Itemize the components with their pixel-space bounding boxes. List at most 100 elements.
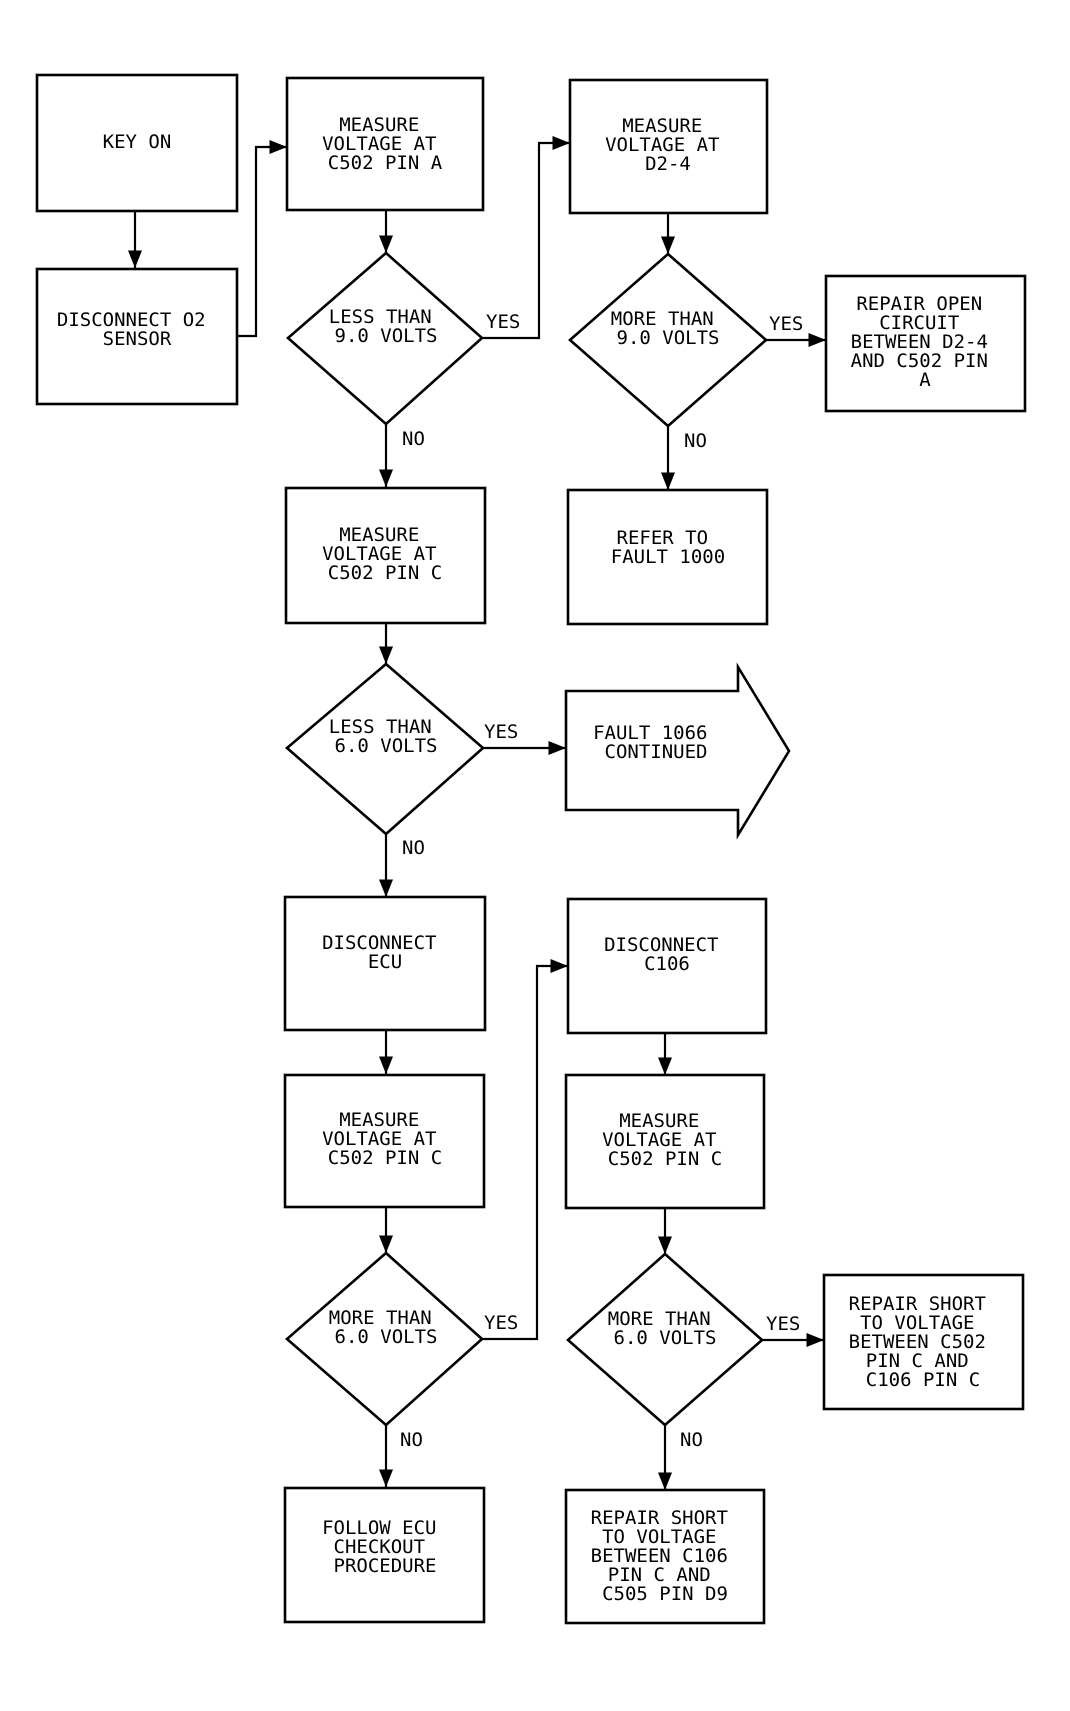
disconnect-c106-line-1: DISCONNECT bbox=[604, 934, 718, 956]
dec-less-6-line-2: 6.0 VOLTS bbox=[335, 735, 438, 757]
dec-more-9-line-2: 9.0 VOLTS bbox=[617, 327, 720, 349]
decision-more-than-9-volts: MORE THAN 9.0 VOLTS bbox=[568, 252, 768, 428]
repair-open-line-2: CIRCUIT bbox=[879, 312, 959, 334]
svg-text:LESS THAN 9.0 VOLTS: LESS THAN 9.0 VOLTS bbox=[329, 306, 443, 347]
dec-less-9-line-1: LESS THAN bbox=[329, 306, 432, 328]
repair-short-2-line-2: TO VOLTAGE bbox=[602, 1526, 716, 1548]
step-refer-fault-1000: REFER TO FAULT 1000 bbox=[566, 488, 769, 626]
repair-short-1-line-1: REPAIR SHORT bbox=[849, 1293, 986, 1315]
measure-d2-line-3: D2-4 bbox=[645, 153, 691, 175]
refer-1000-line-2: FAULT 1000 bbox=[611, 546, 725, 568]
step-measure-d2-4: MEASURE VOLTAGE AT D2-4 bbox=[568, 78, 769, 215]
label-yes: YES bbox=[484, 721, 518, 743]
step-repair-short-c502-c106: REPAIR SHORT TO VOLTAGE BETWEEN C502 PIN… bbox=[822, 1273, 1025, 1411]
measure-c502-c3-line-2: VOLTAGE AT bbox=[602, 1129, 716, 1151]
key-on-line-1: KEY ON bbox=[103, 131, 172, 153]
dec-less-9-line-2: 9.0 VOLTS bbox=[335, 325, 438, 347]
fault-1066-line-1: FAULT 1066 bbox=[593, 722, 707, 744]
label-yes: YES bbox=[484, 1312, 518, 1334]
svg-text:REPAIR SHORT TO VOLTAGE: REPAIR SHORT TO VOLTAGE BETWEEN C106 PIN… bbox=[591, 1507, 740, 1605]
repair-short-2-line-4: PIN C AND bbox=[608, 1564, 711, 1586]
svg-text:MEASURE VOLTAGE AT: MEASURE VOLTAGE AT C502 PIN C bbox=[602, 1110, 728, 1170]
svg-text:DISCONNECT C106: DISCONNECT C106 bbox=[604, 934, 730, 975]
svg-text:MORE THAN 9.0 VOLTS: MORE THAN 9.0 VOLTS bbox=[611, 308, 725, 349]
svg-text:FAULT 1066 CONTINUED: FAULT 1066 CONTINUED bbox=[593, 722, 719, 763]
label-no: NO bbox=[684, 430, 707, 452]
step-repair-open-circuit: REPAIR OPEN CIRCUIT BETWEEN D2-4 AND C50… bbox=[824, 274, 1027, 413]
measure-d2-line-2: VOLTAGE AT bbox=[605, 134, 719, 156]
svg-text:LESS THAN 6.0 VOLTS: LESS THAN 6.0 VOLTS bbox=[329, 716, 443, 757]
label-no: NO bbox=[402, 837, 425, 859]
svg-text:REPAIR SHORT TO VOLTAGE: REPAIR SHORT TO VOLTAGE BETWEEN C502 PIN… bbox=[849, 1293, 998, 1391]
measure-c502-c1-line-2: VOLTAGE AT bbox=[322, 543, 436, 565]
svg-text:MEASURE VOLTAGE AT: MEASURE VOLTAGE AT C502 PIN C bbox=[322, 1109, 448, 1169]
measure-c502-c3-line-1: MEASURE bbox=[619, 1110, 699, 1132]
arrow-disconnect-to-measure-a bbox=[237, 139, 287, 338]
svg-text:MORE THAN 6.0 VOLTS: MORE THAN 6.0 VOLTS bbox=[608, 1308, 722, 1349]
label-no: NO bbox=[680, 1429, 703, 1451]
arrow-yes-to-measure-d2 bbox=[482, 135, 570, 340]
decision-more-than-6-volts-b: MORE THAN 6.0 VOLTS bbox=[566, 1252, 764, 1427]
repair-short-1-line-3: BETWEEN C502 bbox=[849, 1331, 986, 1353]
repair-short-2-line-1: REPAIR SHORT bbox=[591, 1507, 728, 1529]
label-yes: YES bbox=[766, 1313, 800, 1335]
dec-less-6-line-1: LESS THAN bbox=[329, 716, 432, 738]
repair-short-1-line-4: PIN C AND bbox=[866, 1350, 969, 1372]
svg-text:DISCONNECT ECU: DISCONNECT ECU bbox=[322, 932, 448, 973]
arrow-yes-to-disconnect-c106 bbox=[482, 958, 568, 1341]
repair-open-line-5: A bbox=[919, 369, 931, 391]
step-measure-c502-pin-a: MEASURE VOLTAGE AT C502 PIN A bbox=[285, 76, 485, 212]
svg-text:REPAIR OPEN CIRCUIT: REPAIR OPEN CIRCUIT BETWEEN D2-4 AND C50… bbox=[851, 293, 1000, 391]
measure-c502-c1-line-1: MEASURE bbox=[339, 524, 419, 546]
step-follow-ecu-checkout: FOLLOW ECU CHECKOUT PROCEDURE bbox=[283, 1486, 486, 1624]
measure-c502-c2-line-3: C502 PIN C bbox=[328, 1147, 442, 1169]
repair-open-line-3: BETWEEN D2-4 bbox=[851, 331, 988, 353]
repair-short-1-line-5: C106 PIN C bbox=[866, 1369, 980, 1391]
disconnect-o2-line-1: DISCONNECT O2 bbox=[57, 309, 206, 331]
step-measure-c502-pin-c-2: MEASURE VOLTAGE AT C502 PIN C bbox=[283, 1073, 486, 1209]
label-no: NO bbox=[402, 428, 425, 450]
connectors bbox=[127, 135, 826, 1490]
disconnect-ecu-line-1: DISCONNECT bbox=[322, 932, 436, 954]
dec-more-9-line-1: MORE THAN bbox=[611, 308, 714, 330]
measure-c502-a-line-2: VOLTAGE AT bbox=[322, 133, 436, 155]
decision-less-than-6-volts: LESS THAN 6.0 VOLTS bbox=[285, 662, 485, 836]
step-disconnect-ecu: DISCONNECT ECU bbox=[283, 895, 487, 1032]
fault-1066-line-2: CONTINUED bbox=[605, 741, 708, 763]
repair-open-line-1: REPAIR OPEN bbox=[856, 293, 982, 315]
step-disconnect-c106: DISCONNECT C106 bbox=[566, 897, 768, 1035]
edge-labels: YES YES YES YES YES NO NO NO NO NO bbox=[400, 311, 803, 1451]
measure-c502-a-line-3: C502 PIN A bbox=[328, 152, 443, 174]
measure-d2-line-1: MEASURE bbox=[622, 115, 702, 137]
follow-ecu-line-1: FOLLOW ECU bbox=[322, 1517, 436, 1539]
refer-1000-line-1: REFER TO bbox=[617, 527, 709, 549]
dec-more-6b-line-2: 6.0 VOLTS bbox=[614, 1327, 717, 1349]
dec-more-6a-line-2: 6.0 VOLTS bbox=[335, 1326, 438, 1348]
measure-c502-a-line-1: MEASURE bbox=[339, 114, 419, 136]
repair-open-line-4: AND C502 PIN bbox=[851, 350, 988, 372]
step-measure-c502-pin-c-3: MEASURE VOLTAGE AT C502 PIN C bbox=[564, 1073, 766, 1210]
svg-text:REFER TO FAULT 1000: REFER TO FAULT 1000 bbox=[611, 527, 725, 568]
measure-c502-c2-line-2: VOLTAGE AT bbox=[322, 1128, 436, 1150]
svg-text:MEASURE VOLTAGE AT: MEASURE VOLTAGE AT C502 PIN A bbox=[322, 114, 448, 174]
label-yes: YES bbox=[769, 313, 803, 335]
step-measure-c502-pin-c-1: MEASURE VOLTAGE AT C502 PIN C bbox=[284, 486, 487, 625]
svg-text:MORE THAN 6.0 VOLTS: MORE THAN 6.0 VOLTS bbox=[329, 1307, 443, 1348]
disconnect-c106-line-2: C106 bbox=[644, 953, 690, 975]
repair-short-1-line-2: TO VOLTAGE bbox=[860, 1312, 974, 1334]
measure-c502-c2-line-1: MEASURE bbox=[339, 1109, 419, 1131]
disconnect-ecu-line-2: ECU bbox=[368, 951, 402, 973]
svg-text:DISCONNECT O2 SENSOR: DISCONNECT O2 SENSOR bbox=[57, 309, 217, 350]
svg-text:MEASURE VOLTAGE AT: MEASURE VOLTAGE AT C502 PIN C bbox=[322, 524, 448, 584]
svg-text:KEY ON: KEY ON bbox=[103, 131, 172, 153]
svg-text:FOLLOW ECU CHECKOUT: FOLLOW ECU CHECKOUT PROCEDURE bbox=[322, 1517, 448, 1577]
measure-c502-c1-line-3: C502 PIN C bbox=[328, 562, 442, 584]
follow-ecu-line-3: PROCEDURE bbox=[334, 1555, 437, 1577]
label-yes: YES bbox=[486, 311, 520, 333]
dec-more-6b-line-1: MORE THAN bbox=[608, 1308, 711, 1330]
decision-more-than-6-volts-a: MORE THAN 6.0 VOLTS bbox=[285, 1251, 484, 1427]
offpage-fault-1066-continued: FAULT 1066 CONTINUED bbox=[564, 662, 791, 840]
follow-ecu-line-2: CHECKOUT bbox=[334, 1536, 426, 1558]
decision-less-than-9-volts: LESS THAN 9.0 VOLTS bbox=[286, 251, 484, 426]
